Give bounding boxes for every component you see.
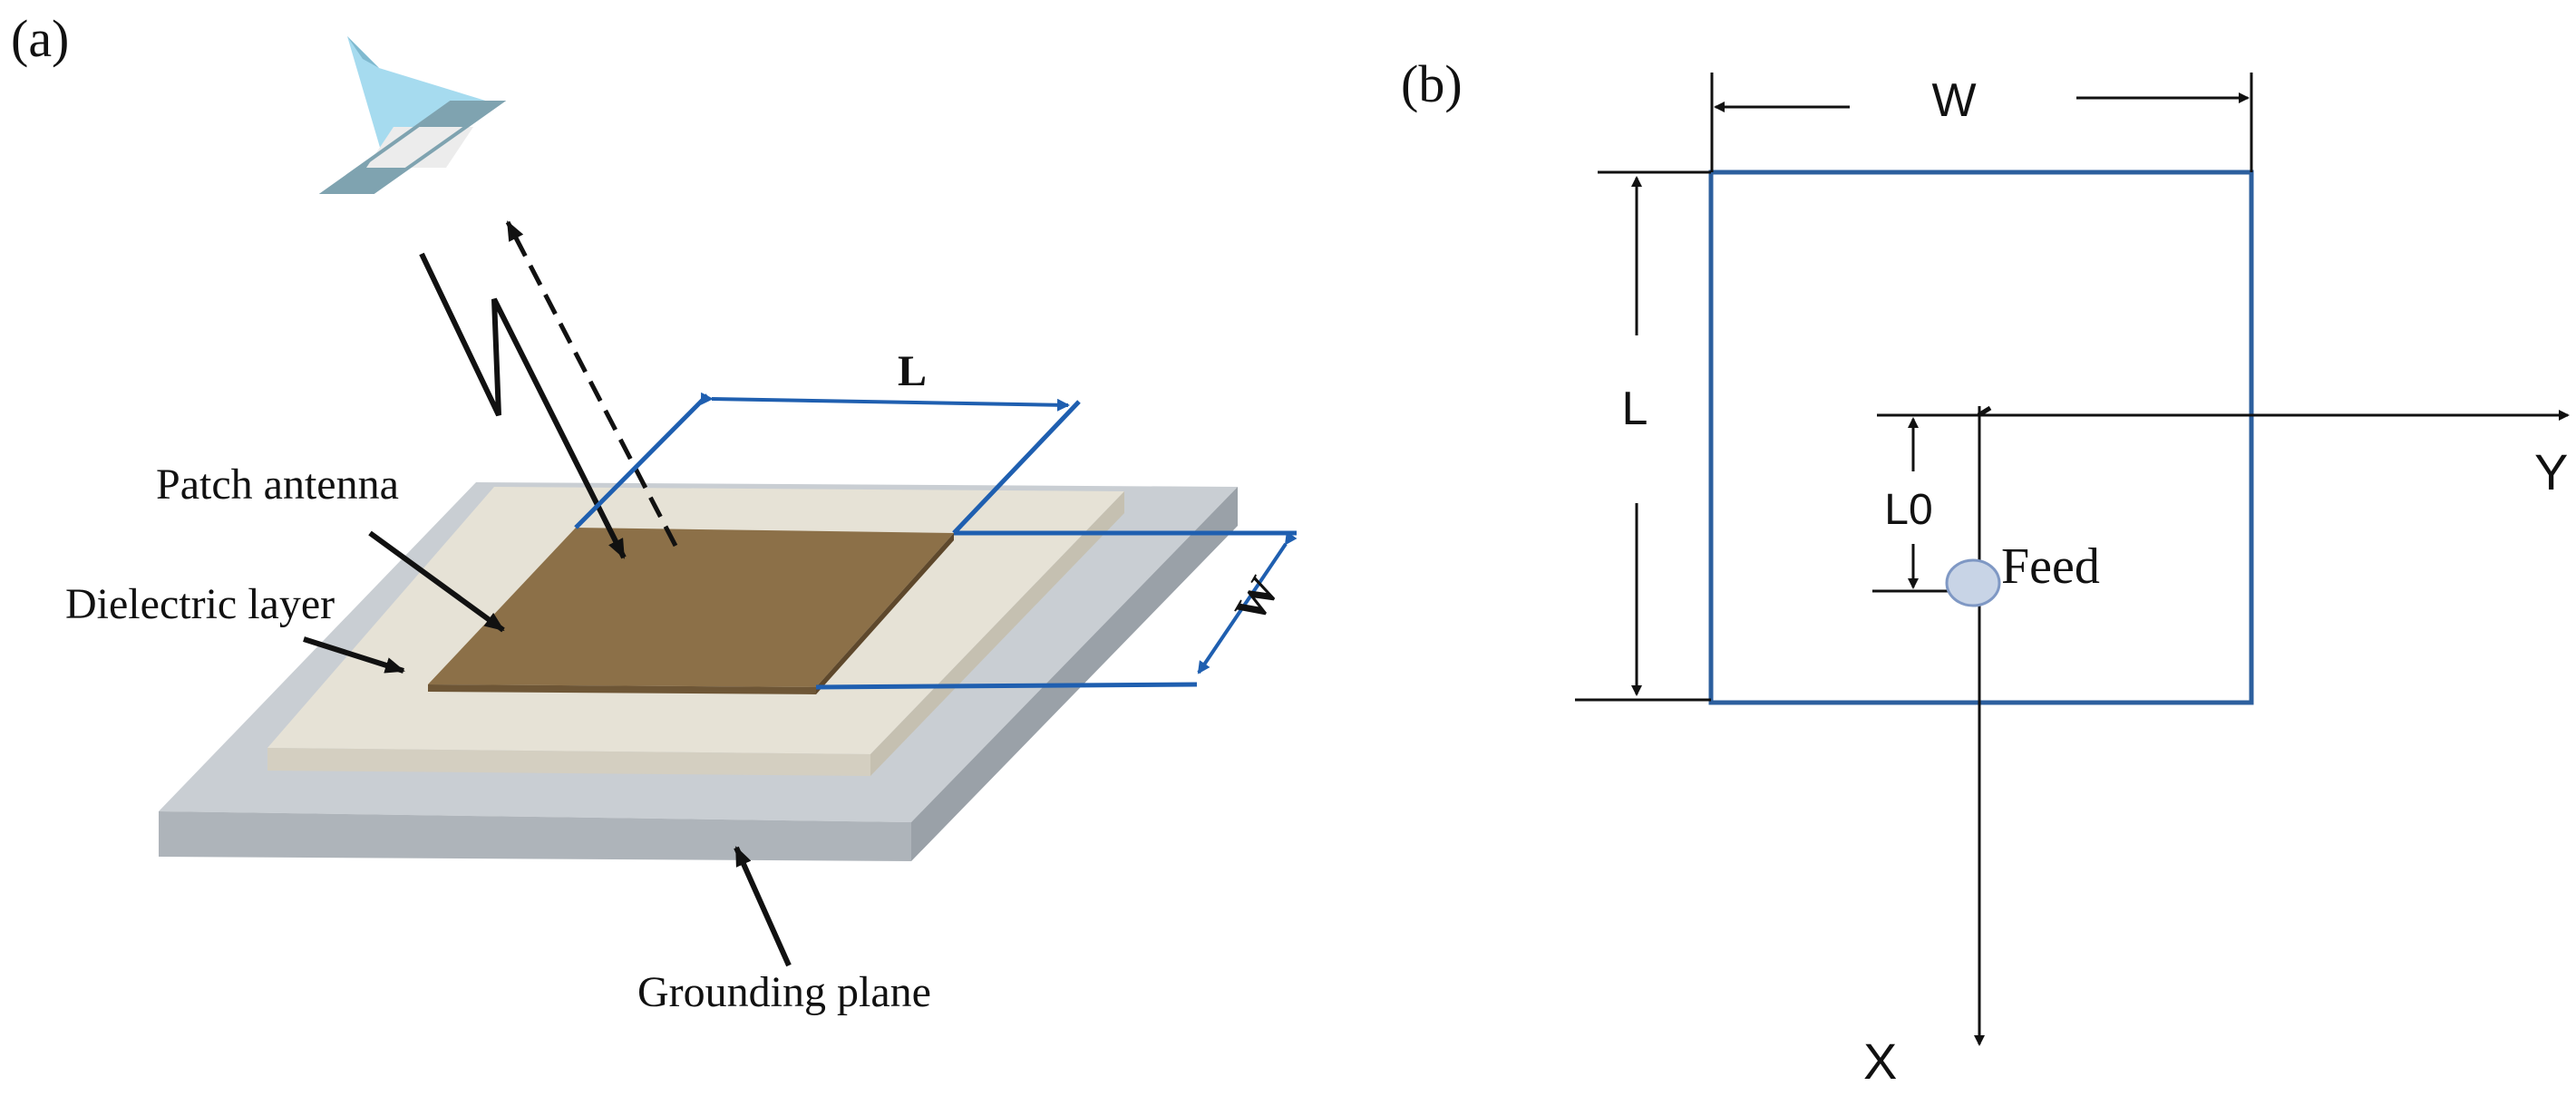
ground-plane-front [159,811,911,861]
panel-a-label: (a) [11,9,69,68]
horn-face [318,101,507,194]
feed-point [1945,558,2001,607]
l0-label: L0 [1884,486,1932,534]
dimension-l-side: L [1575,170,1711,702]
panel-b: (b) W L Y X [1401,54,2570,1090]
incident-wave-arrow [419,252,627,559]
w-dimension-arrow [1197,531,1298,674]
dimension-l0: L0 [1872,417,1959,593]
horn-antenna [318,36,507,194]
l-dimension-arrow [700,392,1070,412]
feed-label: Feed [2001,538,2100,595]
reflected-wave-arrow [505,220,678,548]
w-extension-bottom [815,682,1198,690]
dielectric-side [870,491,1124,776]
w-label-b: W [1931,74,1976,127]
x-axis-label: X [1863,1033,1897,1090]
horn-aperture [366,127,473,168]
ground-plane-side [911,487,1238,861]
patch-antenna-pointer [368,530,505,633]
l-extension-left [574,393,709,529]
patch-antenna-label: Patch antenna [156,461,399,509]
panel-b-label: (b) [1401,54,1463,113]
dimension-w-top: W [1710,73,2253,172]
panel-a: (a) [11,9,1298,1016]
grounding-plane-label: Grounding plane [637,968,931,1016]
coordinate-axes: Y X [1863,405,2570,1090]
horn-throat [347,36,379,68]
patch-top [428,528,954,687]
patch-outline [1708,170,2254,705]
patch-antenna [428,528,954,694]
dielectric-layer-label: Dielectric layer [65,580,335,628]
l-label: L [898,347,927,395]
patch-front [428,684,816,694]
l-label-b: L [1622,383,1648,435]
patch-side [816,533,954,694]
y-axis-label: Y [2534,443,2568,500]
dielectric-layer-pointer [303,636,405,674]
dimension-l: L [574,347,1081,535]
dielectric-front [267,748,870,776]
grounding-plane-pointer [734,846,792,967]
origin-marker [1977,405,1992,418]
l-extension-right [952,400,1081,535]
